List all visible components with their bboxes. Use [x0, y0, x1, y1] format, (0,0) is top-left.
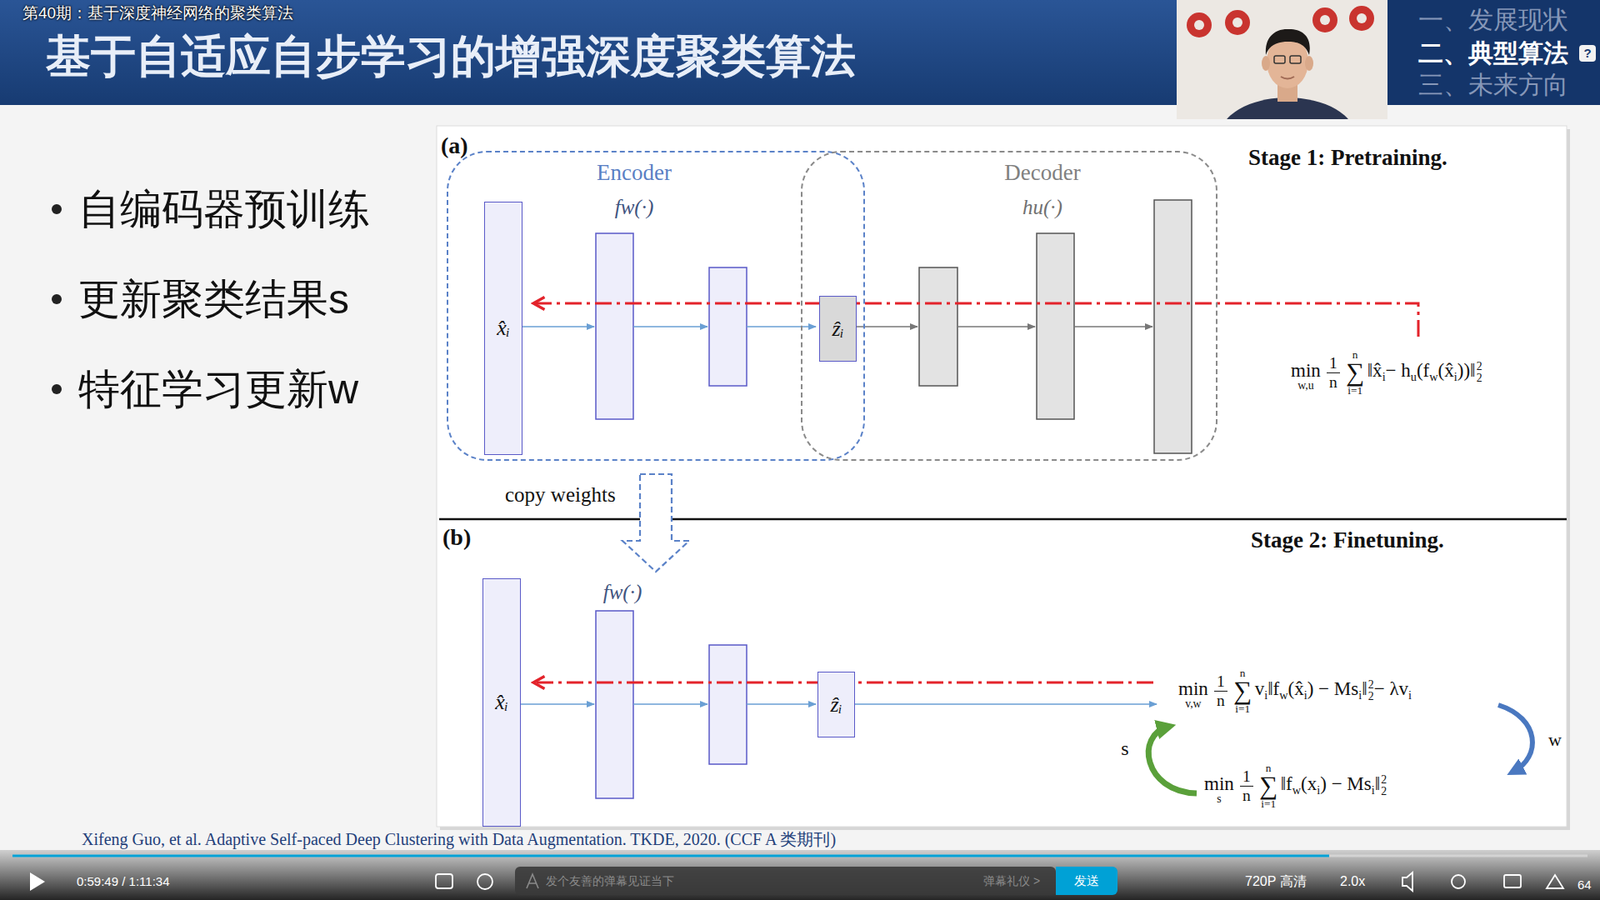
stage-title: Stage 1: Pretraining.	[1248, 145, 1448, 170]
formula-text: i	[1316, 783, 1320, 797]
formula-text: 2	[1380, 785, 1387, 798]
formula-text: − h	[1385, 360, 1411, 381]
formula-text: i	[1382, 370, 1386, 384]
send-button: 发送	[1074, 873, 1100, 888]
formula-text: n	[1329, 372, 1338, 390]
formula-text: i	[1358, 688, 1362, 702]
formula-text: − λv	[1374, 678, 1409, 700]
counter: 64	[1577, 877, 1592, 892]
formula-text: ‖x̂	[1367, 360, 1383, 381]
formula-text: ‖f	[1267, 678, 1280, 700]
formula-text: i=1	[1260, 798, 1276, 810]
layer-label: x̂ᵢ	[496, 315, 510, 341]
formula-text: i=1	[1235, 703, 1250, 715]
player-time: 0:59:49 / 1:11:34	[76, 874, 170, 889]
outline-item-current: 二、典型算法	[1418, 39, 1569, 67]
bullet-text: 更新聚类结果s	[78, 275, 350, 323]
input-layer: x̂ᵢ	[484, 201, 523, 455]
formula-text: min	[1204, 774, 1235, 794]
input-layer: x̂ᵢ	[482, 578, 521, 827]
formula-text: 1	[1214, 673, 1228, 692]
formula-text: 1	[1240, 768, 1254, 787]
panel-tag: (b)	[442, 524, 471, 550]
formula-text: i=1	[1347, 385, 1363, 396]
layer-label: ẑᵢ	[831, 316, 844, 342]
formula-text: ∑	[1233, 678, 1252, 703]
slide-title: 基于自适应自步学习的增强深度聚类算法	[45, 30, 856, 81]
bullet-text: 自编码器预训练	[78, 185, 370, 233]
decoder-region: Decoder hu(·)	[800, 150, 1218, 461]
layer-label: x̂ᵢ	[495, 690, 509, 715]
formula-text: i	[1371, 783, 1375, 797]
formula-text: ) − Ms	[1320, 773, 1372, 795]
danmaku-placeholder: 发个友善的弹幕见证当下	[545, 874, 675, 888]
outline-item: 三、未来方向	[1418, 70, 1569, 99]
formula-text: w	[1429, 370, 1438, 384]
formula-text: min	[1290, 360, 1321, 380]
outline-item: 一、发展现状	[1418, 5, 1569, 34]
embedding-layer: ẑᵢ	[819, 295, 857, 362]
formula-text: w	[1279, 688, 1288, 702]
formula-text: (x	[1300, 773, 1317, 795]
formula-text: (x̂	[1438, 360, 1455, 381]
function-label: fw(·)	[615, 195, 655, 219]
stage-title: Stage 2: Finetuning.	[1250, 527, 1445, 553]
formula-text: u	[1410, 370, 1417, 384]
formula-text: i	[1408, 688, 1412, 702]
formula-text: ∑	[1259, 773, 1278, 798]
formula-text: ) − Ms	[1307, 678, 1360, 700]
speed-menu: 2.0x	[1340, 874, 1365, 889]
formula-text: ‖	[1375, 773, 1380, 795]
formula-text: min	[1178, 679, 1209, 699]
formula-text: 2	[1368, 679, 1375, 691]
formula-text: 2	[1380, 774, 1387, 786]
formula-text: i	[1454, 370, 1458, 384]
danmaku-rules: 弹幕礼仪 >	[983, 874, 1040, 888]
arrow-label: copy weights	[505, 483, 616, 506]
formula-text: s	[1216, 793, 1221, 805]
citation: Xifeng Guo, et al. Adaptive Self-paced D…	[81, 830, 836, 849]
formula-text: (x̂	[1288, 678, 1305, 700]
arrow-label: s	[1120, 737, 1129, 760]
formula-text: ))‖	[1457, 360, 1476, 381]
formula-text: 1	[1326, 355, 1340, 374]
video-overlay-title: 第40期：基于深度神经网络的聚类算法	[22, 4, 294, 22]
formula-text: 2	[1476, 372, 1483, 385]
formula-text: (f	[1416, 360, 1430, 381]
formula-text: n	[1265, 762, 1272, 774]
function-label: fw(·)	[603, 580, 643, 604]
panel-tag: (a)	[440, 132, 469, 159]
region-title: Decoder	[1004, 160, 1080, 185]
formula-text: i	[1264, 688, 1268, 702]
formula-text: 2	[1476, 360, 1483, 373]
layer-label: ẑᵢ	[830, 692, 842, 718]
bullet-text: 特征学习更新w	[78, 365, 359, 413]
formula-text: n	[1352, 349, 1359, 360]
formula-text: ∑	[1345, 360, 1365, 385]
arrow-label: w	[1548, 729, 1562, 750]
embedding-layer: ẑᵢ	[817, 671, 855, 738]
function-label: hu(·)	[1022, 195, 1063, 219]
formula-text: 2	[1368, 690, 1375, 703]
formula-text: v	[1255, 678, 1265, 700]
formula-text: n	[1242, 785, 1251, 804]
formula-text: i	[1304, 688, 1308, 702]
quality-menu: 720P 高清	[1245, 874, 1307, 889]
formula-text: w	[1292, 783, 1301, 797]
formula-text: ‖f	[1280, 773, 1293, 795]
formula-text: w,u	[1297, 380, 1314, 392]
formula-text: n	[1216, 690, 1225, 709]
formula-text: n	[1240, 667, 1246, 679]
region-title: Encoder	[596, 160, 672, 185]
help-icon: ?	[1583, 45, 1591, 60]
formula-text: v,w	[1185, 698, 1201, 710]
formula-text: ‖	[1361, 678, 1367, 700]
